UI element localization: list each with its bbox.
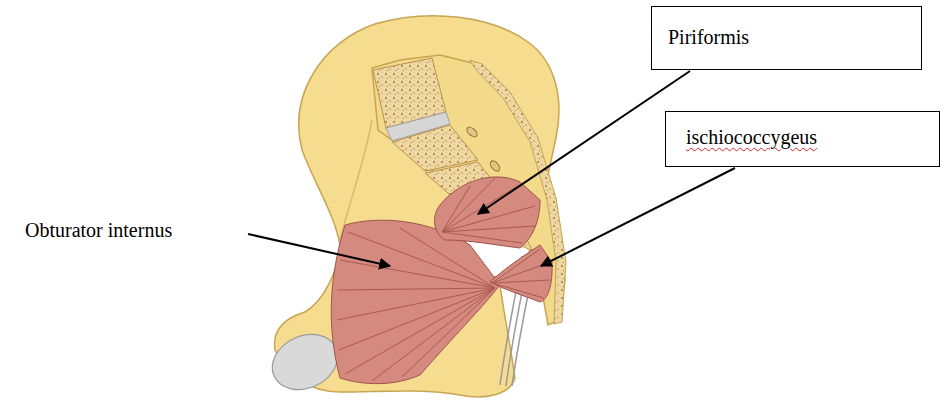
- muscle-belly: [331, 220, 500, 383]
- leader-arrow: [541, 168, 735, 266]
- fiber: [492, 249, 540, 283]
- fiber: [372, 288, 495, 381]
- fiber: [442, 226, 535, 232]
- fiber: [337, 288, 495, 320]
- muscle-belly: [435, 177, 540, 248]
- muscle-belly: [490, 245, 552, 302]
- fiber: [442, 186, 518, 232]
- fiber: [337, 288, 495, 290]
- sacral-foramen: [488, 159, 501, 173]
- hip-bone: [263, 16, 559, 400]
- muscle-name: Obturator internus: [25, 218, 172, 242]
- fiber: [402, 288, 495, 377]
- fiber: [442, 232, 522, 243]
- fiber: [492, 280, 550, 283]
- ischiococcygeus-muscle: [490, 245, 552, 302]
- sacral-body: [392, 125, 478, 171]
- fiber: [339, 288, 495, 350]
- label-box: Piriformis: [651, 6, 922, 70]
- label-box: ischiococcygeus: [665, 111, 940, 167]
- obturator-internus-muscle: [331, 220, 500, 383]
- muscle-name: Piriformis: [668, 25, 905, 49]
- muscle-fibers: [442, 178, 535, 243]
- leader-arrow: [248, 234, 390, 266]
- sacral-foramen: [465, 125, 479, 138]
- fiber: [492, 263, 548, 283]
- muscle-fibers: [492, 249, 550, 298]
- piriformis-muscle: [435, 177, 540, 248]
- fiber: [442, 206, 535, 232]
- muscle-fibers: [337, 228, 495, 381]
- fiber: [340, 260, 495, 288]
- fiber: [492, 283, 544, 298]
- muscle-name: ischiococcygeus: [686, 125, 919, 149]
- leader-arrow: [478, 71, 690, 214]
- fiber: [345, 288, 495, 374]
